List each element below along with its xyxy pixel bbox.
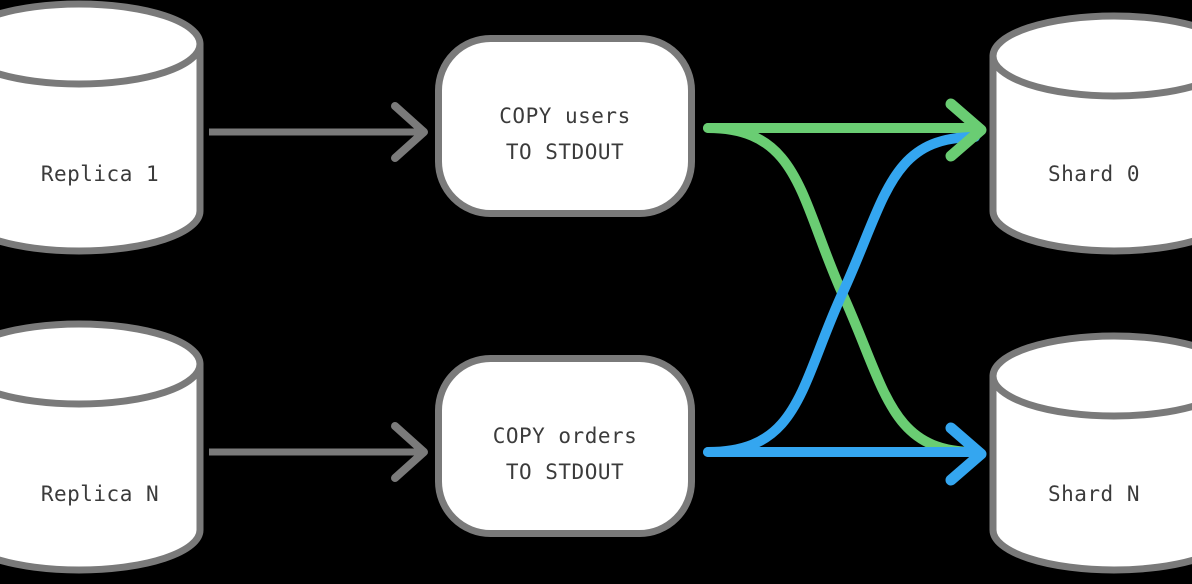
copy-orders-box: [435, 355, 695, 537]
copy-orders-line1: COPY orders: [493, 424, 638, 448]
replica-1-cylinder-top: [0, 0, 204, 88]
node-shard-n[interactable]: Shard N: [989, 332, 1192, 574]
shard-0-cylinder-body: [989, 52, 1192, 255]
node-copy-orders[interactable]: COPY orders TO STDOUT: [435, 355, 695, 537]
flow-copy-orders-blue: [703, 132, 980, 457]
arrow-replica1-to-copyusers: [209, 102, 428, 162]
replica-n-label: Replica N: [41, 482, 159, 506]
shard-0-label: Shard 0: [1048, 162, 1140, 186]
copy-users-line2: TO STDOUT: [506, 140, 624, 164]
shard-n-cylinder-body: [989, 372, 1192, 574]
replica-1-cylinder-body: [0, 40, 204, 255]
replica-n-cylinder-top: [0, 320, 204, 408]
node-replica-n[interactable]: Replica N: [0, 320, 204, 574]
replica-1-label: Replica 1: [41, 162, 159, 186]
copy-users-box: [435, 35, 695, 217]
arrow-head-icon: [391, 102, 428, 162]
node-shard-0[interactable]: Shard 0: [989, 12, 1192, 255]
shard-n-cylinder-top: [989, 332, 1192, 420]
flow-arrow-head-shardn-icon: [945, 422, 987, 486]
copy-orders-line2: TO STDOUT: [506, 460, 624, 484]
node-replica-1[interactable]: Replica 1: [0, 0, 204, 255]
shard-0-cylinder-top: [989, 12, 1192, 100]
flow-arrow-head-shard0-icon: [945, 98, 987, 162]
node-copy-users[interactable]: COPY users TO STDOUT: [435, 35, 695, 217]
shard-n-label: Shard N: [1048, 482, 1140, 506]
replica-n-cylinder-body: [0, 360, 204, 574]
flow-copyorders-to-shard0-curve: [703, 132, 980, 457]
arrow-replican-to-copyorders: [209, 422, 428, 482]
copy-users-line1: COPY users: [499, 104, 630, 128]
arrow-head-icon: [391, 422, 428, 482]
